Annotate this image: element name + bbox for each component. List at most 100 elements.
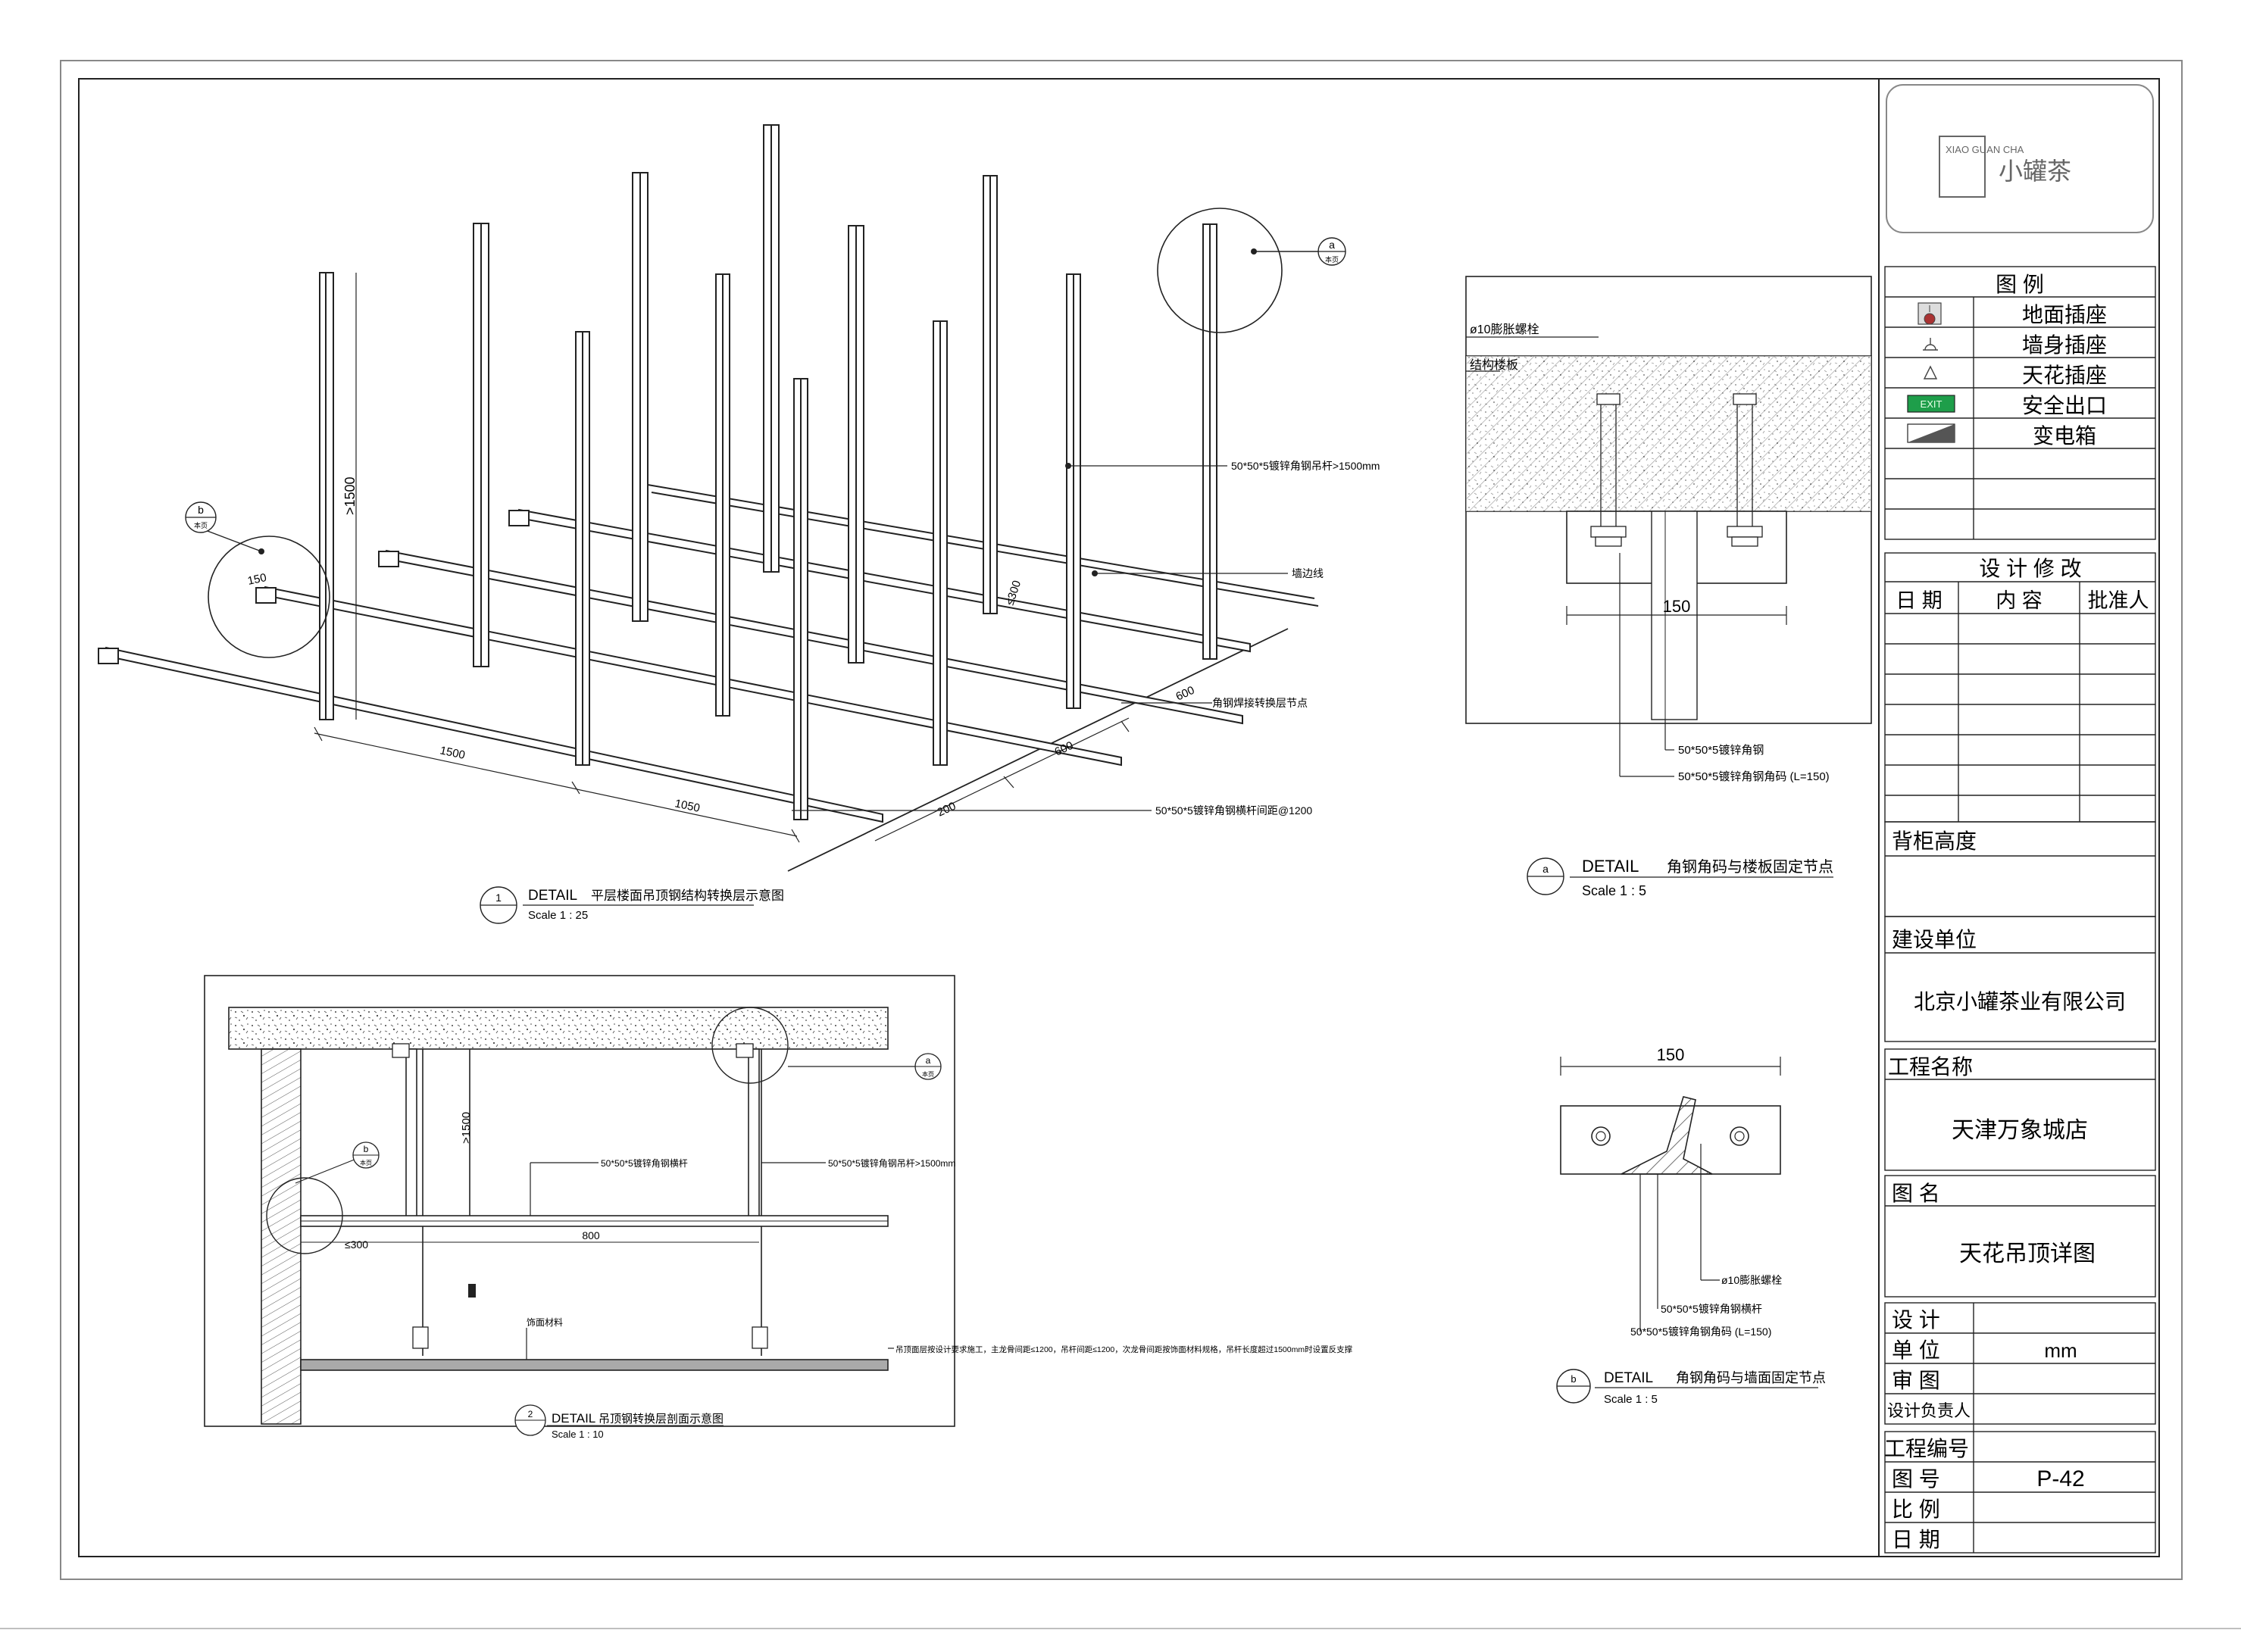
detail-1-scale: Scale 1 : 25 xyxy=(528,909,588,922)
dim-end-offset: 150 xyxy=(246,571,267,588)
drawing-no-label: 图 号 xyxy=(1892,1467,1940,1491)
detail-a-slab-fixing: 150 ø10膨胀螺栓 结构楼板 50*50*5镀锌角钢 50*50*5镀锌角钢… xyxy=(1465,276,1872,898)
detail-2-dim-edge: ≤300 xyxy=(345,1238,368,1251)
detail-2-dim-height: >1500 xyxy=(460,1112,473,1144)
scale-label: 比 例 xyxy=(1892,1497,1940,1521)
legend-table xyxy=(1884,266,2156,540)
detail-2-ref-b-letter: b xyxy=(364,1144,369,1154)
floor-socket-icon xyxy=(1918,302,1942,325)
detail-2-ref-a-sheet: 本页 xyxy=(922,1070,934,1078)
callout-wall-line: 墙边线 xyxy=(1292,567,1324,579)
ceiling-socket-icon xyxy=(1923,365,1938,379)
legend-title: 图 例 xyxy=(1996,273,2044,296)
legend-item-wall-socket: 墙身插座 xyxy=(2022,333,2107,357)
detail-b-callout-circle xyxy=(208,536,330,658)
revisions-col-content: 内 容 xyxy=(1996,589,2043,612)
design-lead-label: 设计负责人 xyxy=(1887,1401,1971,1420)
project-value: 天津万象城店 xyxy=(1952,1118,2088,1143)
detail-1-title-block: 1 DETAIL 平层楼面吊顶钢结构转换层示意图 Scale 1 : 25 xyxy=(480,886,784,924)
detail-2-dim-span: 800 xyxy=(582,1229,600,1241)
detail-b-prefix: DETAIL xyxy=(1604,1370,1653,1386)
detail-a-scale: Scale 1 : 5 xyxy=(1582,883,1646,898)
detail-1-marker: 1 xyxy=(495,892,502,904)
detail-a-callout-circle xyxy=(1157,208,1283,333)
brand-mark-text: XIAO GUAN CHA xyxy=(1946,144,2024,155)
detail-2-scale: Scale 1 : 10 xyxy=(552,1429,604,1440)
drawing-no-value: P-42 xyxy=(2036,1466,2084,1491)
detail-a-ref-letter: a xyxy=(1329,239,1335,251)
title-block: XIAO GUAN CHA 小罐茶 图 例 地面插座 墙身插座 xyxy=(1878,78,2160,1557)
detail-2-title: 吊顶钢转换层剖面示意图 xyxy=(599,1412,724,1426)
client-label: 建设单位 xyxy=(1892,928,1977,951)
detail-a-marker: a xyxy=(1542,863,1549,875)
detail-b-marker: b xyxy=(1571,1373,1576,1385)
vertical-posts xyxy=(319,124,1217,820)
detail-b-ref-tag: b 本页 xyxy=(185,501,217,533)
dim-spacing-e: 600 xyxy=(1174,684,1197,704)
project-label: 工程名称 xyxy=(1888,1055,1973,1079)
legend-item-exit: 安全出口 xyxy=(2022,394,2107,417)
detail-a-title: 角钢角码与楼板固定节点 xyxy=(1667,858,1833,876)
client-value: 北京小罐茶业有限公司 xyxy=(1914,990,2126,1013)
project-no-label: 工程编号 xyxy=(1884,1437,1969,1460)
logo-area: XIAO GUAN CHA 小罐茶 xyxy=(1886,84,2154,233)
wall-socket-icon xyxy=(1923,338,1938,351)
detail-2-marker: 2 xyxy=(528,1409,533,1419)
legend-item-ceiling-socket: 天花插座 xyxy=(2022,364,2107,387)
horizontal-beams xyxy=(98,484,1319,823)
transformer-box-icon xyxy=(1907,423,1955,443)
callout-bottom-anchor: 角钢焊接转换层节点 xyxy=(1212,697,1308,709)
detail-b-scale: Scale 1 : 5 xyxy=(1604,1393,1658,1406)
brand-mark-icon xyxy=(1939,136,1986,198)
detail-2-callout-cross-angle: 50*50*5镀锌角钢横杆 xyxy=(601,1158,688,1169)
design-label: 设 计 xyxy=(1892,1308,1940,1332)
cabinet-height-label: 背柜高度 xyxy=(1892,829,1977,853)
date-label: 日 期 xyxy=(1892,1528,1940,1551)
detail-a-title-block: a DETAIL 角钢角码与楼板固定节点 Scale 1 : 5 xyxy=(1527,857,1833,898)
detail-a-prefix: DETAIL xyxy=(1582,857,1639,876)
unit-value: mm xyxy=(2044,1339,2077,1362)
legend-item-floor-socket: 地面插座 xyxy=(2022,303,2107,326)
detail-2-callout-note: 吊顶面层按设计要求施工，主龙骨间距≤1200，吊杆间距≤1200，次龙骨间距按饰… xyxy=(895,1344,1353,1354)
detail-2-prefix: DETAIL xyxy=(552,1411,595,1426)
drawing-name-label: 图 名 xyxy=(1892,1182,1940,1205)
detail-2-callout-vertical-angle: 50*50*5镀锌角钢吊杆>1500mm xyxy=(828,1158,955,1169)
detail-a-callout-bolt: ø10膨胀螺栓 xyxy=(1470,323,1539,336)
detail-b-title: 角钢角码与墙面固定节点 xyxy=(1676,1370,1826,1385)
dim-spacing-a: 1500 xyxy=(439,744,466,762)
revisions-col-approver: 批准人 xyxy=(2088,589,2149,612)
dim-spacing-b: 1050 xyxy=(674,797,701,815)
detail-2-ref-a-letter: a xyxy=(926,1055,931,1066)
detail-b-wall-fixing: 150 ø10膨胀螺栓 50*50*5镀锌角钢横杆 50*50*5镀锌角钢角码 … xyxy=(1556,1045,1826,1406)
revision-table xyxy=(1884,552,2156,823)
review-label: 审 图 xyxy=(1892,1369,1940,1392)
detail-1-title: 平层楼面吊顶钢结构转换层示意图 xyxy=(591,888,784,903)
detail-b-dim-width: 150 xyxy=(1657,1045,1685,1064)
detail-2-section: b 本页 a 本页 >1500 800 ≤300 50*50*5镀锌角钢横杆 5… xyxy=(204,975,1353,1440)
detail-a-dim-width: 150 xyxy=(1663,597,1691,616)
brand-name: 小罐茶 xyxy=(1999,158,2071,185)
detail-b-ref-sheet: 本页 xyxy=(194,521,208,529)
detail-2-title-block: 2 DETAIL 吊顶钢转换层剖面示意图 Scale 1 : 10 xyxy=(514,1404,724,1440)
detail-2-ref-b: b 本页 xyxy=(352,1141,380,1169)
detail-a-callout-angle-post: 50*50*5镀锌角钢 xyxy=(1678,744,1764,757)
detail-a-callout-angle-bracket: 50*50*5镀锌角钢角码 (L=150) xyxy=(1678,770,1830,783)
callout-horizontal-angle: 50*50*5镀锌角钢横杆间距@1200 xyxy=(1155,804,1312,817)
detail-a-ref-sheet: 本页 xyxy=(1325,255,1339,264)
detail-b-callout-angle-bracket: 50*50*5镀锌角钢角码 (L=150) xyxy=(1630,1326,1771,1338)
detail-b-callout-angle-post: 50*50*5镀锌角钢横杆 xyxy=(1661,1303,1762,1315)
detail-2-ref-a: a 本页 xyxy=(914,1053,942,1080)
revisions-col-date: 日 期 xyxy=(1896,589,1943,612)
callout-vertical-angle: 50*50*5镀锌角钢吊杆>1500mm xyxy=(1231,460,1380,472)
detail-b-ref-letter: b xyxy=(198,504,204,516)
exit-sign-icon: EXIT xyxy=(1907,395,1955,413)
legend-item-transformer: 变电箱 xyxy=(2033,424,2096,448)
detail-1-axonometric: a 本页 b 本页 >1500 ≤300 150 1500 1050 200 xyxy=(98,124,1380,924)
detail-b-callout-bolt: ø10膨胀螺栓 xyxy=(1721,1274,1782,1286)
revisions-title: 设 计 修 改 xyxy=(1979,557,2081,580)
detail-a-ref-tag: a 本页 xyxy=(1317,237,1346,266)
unit-label: 单 位 xyxy=(1892,1338,1940,1362)
exit-sign-text: EXIT xyxy=(1921,398,1943,410)
detail-1-prefix: DETAIL xyxy=(528,888,577,904)
